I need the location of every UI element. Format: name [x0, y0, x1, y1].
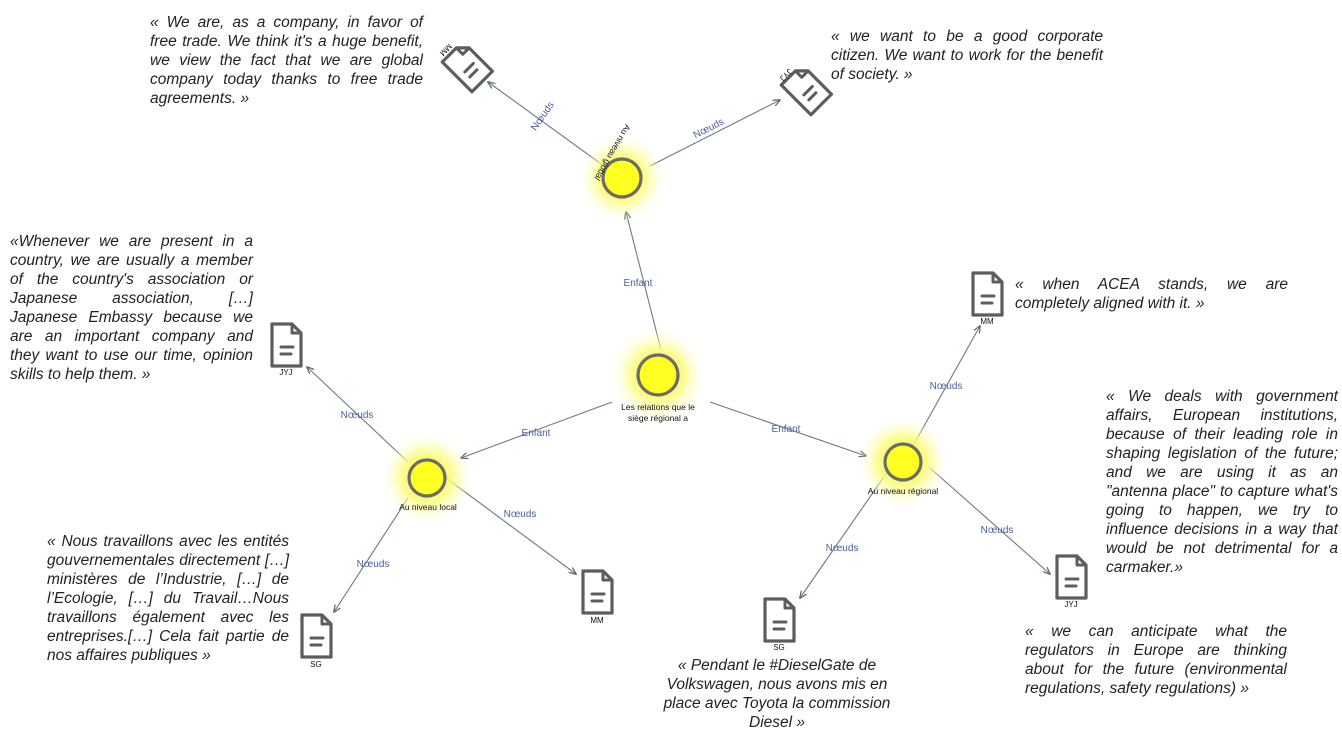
doc-label-regional-jyj: JYJ [1064, 600, 1077, 609]
node-global[interactable]: Au niveau global [580, 123, 664, 220]
edge-regional-jyj [929, 467, 1050, 574]
document-icon [581, 569, 614, 615]
quote-dieselgate: « Pendant le #DieselGate de Volkswagen, … [663, 657, 891, 731]
quote-anticipate: « we can anticipate what the regulators … [1025, 623, 1287, 697]
quote-corporate-citizen: « we want to be a good corporate citizen… [831, 28, 1103, 83]
edge-label-enfant-regional: Enfant [772, 424, 801, 435]
edge-center-local [461, 401, 613, 458]
document-icon [300, 613, 333, 659]
circle-node-icon [407, 458, 447, 498]
edge-label-noeuds-regional-mm: Nœuds [930, 381, 963, 392]
edge-local-jyj [307, 367, 409, 463]
doc-local-jyj[interactable] [270, 322, 303, 368]
quote-free-trade: « We are, as a company, in favor of free… [150, 14, 423, 107]
edge-label-noeuds-local-mm: Nœuds [504, 509, 537, 520]
quote-acea: « when ACEA stands, we are completely al… [1015, 276, 1288, 312]
edge-global-mm [488, 82, 605, 167]
edge-label-enfant-global: Enfant [624, 278, 653, 289]
doc-regional-jyj[interactable] [1055, 554, 1088, 600]
node-label-center-line2: siège régional a [628, 413, 688, 423]
quote-nous-travaillons: « Nous travaillons avec les entités gouv… [47, 533, 289, 664]
doc-label-local-jyj: JYJ [279, 368, 292, 377]
doc-regional-sg[interactable] [763, 597, 796, 643]
node-regional[interactable]: Au niveau régional [859, 418, 947, 506]
edge-label-noeuds-local-jyj: Nœuds [341, 410, 374, 421]
quote-whenever-present: «Whenever we are present in a country, w… [10, 233, 253, 383]
edge-local-sg [334, 497, 409, 612]
edge-label-noeuds-regional-jyj: Nœuds [981, 525, 1014, 536]
node-label-center-line1: Les relations que le [621, 402, 695, 412]
node-center[interactable]: Les relations que le siège régional a [612, 329, 704, 423]
node-label-regional: Au niveau régional [868, 486, 939, 496]
node-label-local: Au niveau local [399, 502, 457, 512]
edge-label-noeuds-global-jyj: Nœuds [692, 116, 726, 141]
node-local[interactable]: Au niveau local [383, 434, 471, 522]
document-icon [971, 271, 1004, 317]
edge-label-noeuds-regional-sg: Nœuds [826, 543, 859, 554]
edge-center-global [626, 212, 662, 351]
doc-local-mm[interactable] [581, 569, 614, 615]
doc-regional-mm[interactable] [971, 271, 1004, 317]
doc-label-regional-sg: SG [773, 643, 785, 652]
edge-label-enfant-local: Enfant [522, 428, 551, 439]
edge-global-jyj [649, 100, 780, 167]
document-icon [270, 322, 303, 368]
doc-label-local-sg: SG [310, 660, 322, 669]
doc-label-local-mm: MM [590, 616, 604, 625]
edge-center-regional [709, 401, 866, 456]
circle-node-icon [883, 442, 923, 482]
circle-node-icon [636, 353, 680, 397]
document-icon [763, 597, 796, 643]
document-icon [1055, 554, 1088, 600]
circle-node-icon [601, 157, 643, 199]
doc-label-regional-mm: MM [980, 317, 994, 326]
quote-government-affairs: « We deals with government affairs, Euro… [1106, 388, 1338, 576]
edge-label-noeuds-local-sg: Nœuds [357, 559, 390, 570]
edges [307, 82, 1050, 612]
doc-local-sg[interactable] [300, 613, 333, 659]
